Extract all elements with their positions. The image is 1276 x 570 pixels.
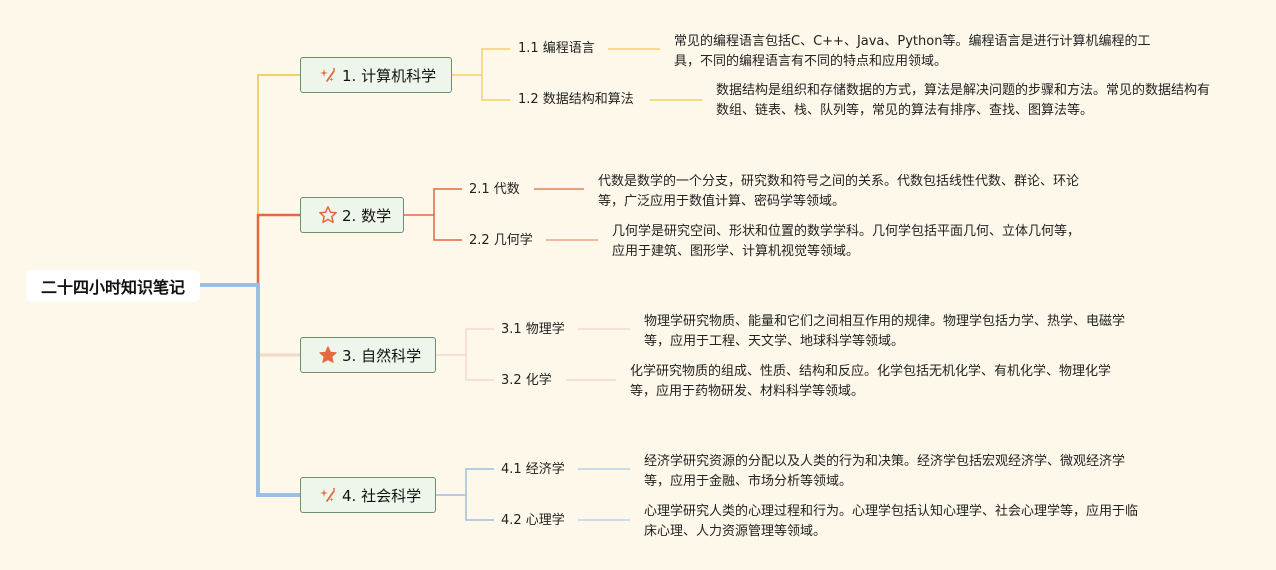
connector-root-b1 <box>200 74 300 286</box>
connector-root-b2 <box>200 213 300 287</box>
sparkle-icon <box>318 65 338 85</box>
connector-b1-c2 <box>481 75 510 101</box>
star-outline-icon <box>318 205 338 225</box>
branch-computer-science[interactable]: 1. 计算机科学 <box>300 57 452 93</box>
subtopic-algebra[interactable]: 2.1 代数 <box>469 182 520 197</box>
branch-label: 3. 自然科学 <box>342 346 422 365</box>
desc-programming-languages: 常见的编程语言包括C、C++、Java、Python等。编程语言是进行计算机编程… <box>674 34 1151 69</box>
subtopic-physics[interactable]: 3.1 物理学 <box>501 322 565 337</box>
sparkle-icon <box>318 485 338 505</box>
connector-b3-c1 <box>436 328 494 356</box>
subtopic-economics[interactable]: 4.1 经济学 <box>501 462 565 477</box>
branch-label: 4. 社会科学 <box>342 486 422 505</box>
root-topic[interactable]: 二十四小时知识笔记 <box>26 270 200 302</box>
subtopic-geometry[interactable]: 2.2 几何学 <box>469 233 533 248</box>
connector-b1-c1 <box>452 48 510 76</box>
desc-geometry: 几何学是研究空间、形状和位置的数学学科。几何学包括平面几何、立体几何等，应用于建… <box>612 224 1081 259</box>
desc-data-structures: 数据结构是组织和存储数据的方式，算法是解决问题的步骤和方法。常见的数据结构有数组… <box>716 83 1211 118</box>
subtopic-data-structures[interactable]: 1.2 数据结构和算法 <box>518 92 634 107</box>
connector-b2-c1 <box>404 188 462 216</box>
desc-algebra: 代数是数学的一个分支，研究数和符号之间的关系。代数包括线性代数、群论、环论等，广… <box>598 174 1080 209</box>
branch-label: 2. 数学 <box>342 206 392 225</box>
desc-chemistry: 化学研究物质的组成、性质、结构和反应。化学包括无机化学、有机化学、物理化学等，应… <box>630 364 1112 399</box>
subtopic-chemistry[interactable]: 3.2 化学 <box>501 373 552 388</box>
connector-root-b4 <box>200 283 300 497</box>
desc-psychology: 心理学研究人类的心理过程和行为。心理学包括认知心理学、社会心理学等，应用于临床心… <box>644 504 1139 539</box>
branch-natural-science[interactable]: 3. 自然科学 <box>300 337 436 373</box>
branch-label: 1. 计算机科学 <box>342 66 437 85</box>
connector-b4-c1 <box>436 468 494 496</box>
connector-b3-c2 <box>465 355 494 381</box>
connector-b4-c2 <box>465 495 494 521</box>
subtopic-psychology[interactable]: 4.2 心理学 <box>501 513 565 528</box>
desc-physics: 物理学研究物质、能量和它们之间相互作用的规律。物理学包括力学、热学、电磁学等，应… <box>644 314 1126 349</box>
connector-b2-c2 <box>433 215 462 241</box>
branch-mathematics[interactable]: 2. 数学 <box>300 197 404 233</box>
star-filled-icon <box>318 345 338 365</box>
root-title: 二十四小时知识笔记 <box>40 278 185 297</box>
branch-social-science[interactable]: 4. 社会科学 <box>300 477 436 513</box>
desc-economics: 经济学研究资源的分配以及人类的行为和决策。经济学包括宏观经济学、微观经济学等，应… <box>644 454 1126 489</box>
subtopic-programming-languages[interactable]: 1.1 编程语言 <box>518 41 595 56</box>
